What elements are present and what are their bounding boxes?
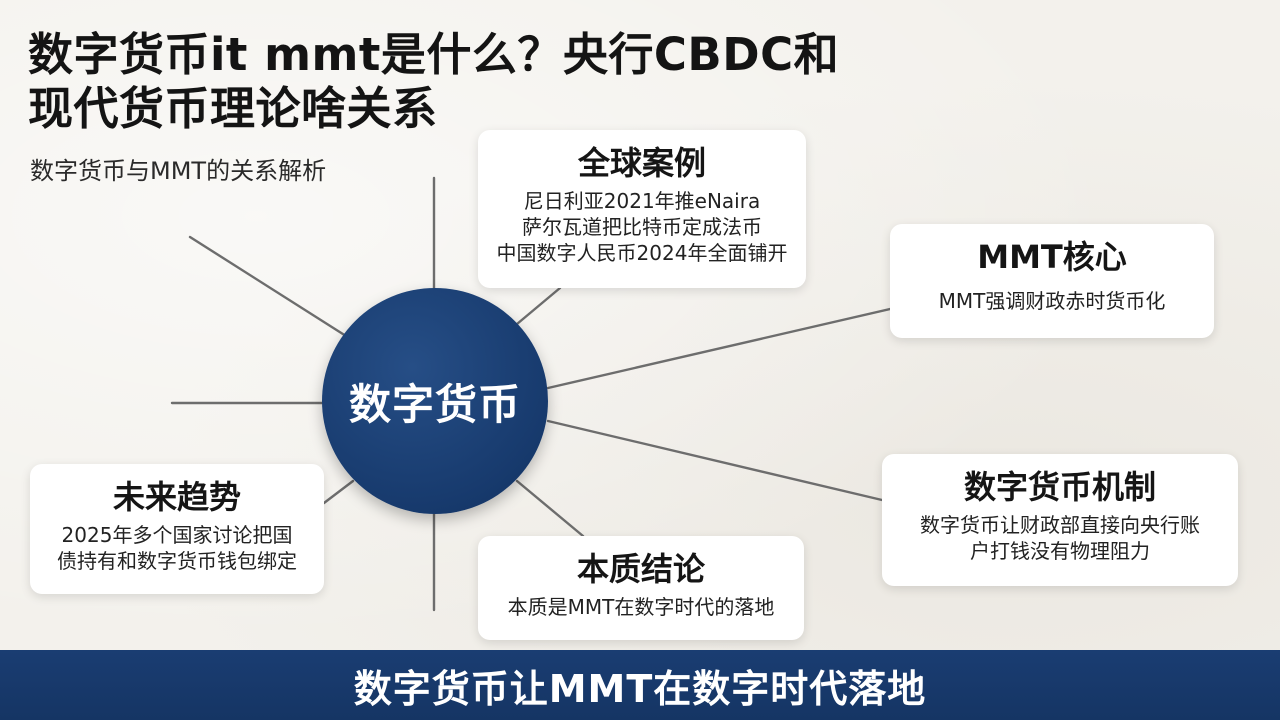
connector-to-mechanism: [546, 419, 884, 502]
connector-upper-left-spoke: [188, 235, 348, 338]
center-hub: 数字货币: [322, 288, 548, 514]
card-future-body: 2025年多个国家讨论把国 债持有和数字货币钱包绑定: [30, 522, 324, 574]
card-global-heading: 全球案例: [577, 144, 706, 182]
card-conclusion-heading: 本质结论: [576, 550, 705, 588]
card-essential-conclusion: 本质结论 本质是MMT在数字时代的落地: [478, 536, 804, 640]
connector-to-conclusion: [515, 479, 585, 538]
card-digital-currency-mechanism: 数字货币机制 数字货币让财政部直接向央行账 户打钱没有物理阻力: [882, 454, 1238, 586]
connector-to-mmt: [546, 307, 892, 390]
page-subtitle: 数字货币与MMT的关系解析: [30, 157, 327, 185]
card-global-line-1: 尼日利亚2021年推eNaira: [523, 189, 761, 213]
card-global-line-3: 中国数字人民币2024年全面铺开: [496, 241, 788, 265]
bottom-banner-text: 数字货币让MMT在数字时代落地: [353, 666, 927, 711]
card-mmt-heading: MMT核心: [977, 238, 1127, 276]
center-hub-label: 数字货币: [348, 379, 521, 429]
connector-to-global: [515, 286, 562, 326]
page-title: 数字货币it mmt是什么？央行CBDC和 现代货币理论啥关系: [28, 28, 858, 136]
card-global-body: 尼日利亚2021年推eNaira 萨尔瓦道把比特币定成法币 中国数字人民币202…: [478, 188, 806, 266]
card-global-line-2: 萨尔瓦道把比特币定成法币: [522, 215, 762, 239]
card-mmt-body: MMT强调财政赤时货币化: [890, 288, 1214, 314]
connector-to-future: [322, 479, 355, 505]
title-line-1: 数字货币it mmt是什么？央行CBDC和: [28, 28, 840, 81]
card-mechanism-line-2: 户打钱没有物理阻力: [970, 539, 1150, 563]
card-mechanism-heading: 数字货币机制: [963, 468, 1156, 506]
card-conclusion-body: 本质是MMT在数字时代的落地: [478, 594, 804, 620]
bottom-banner: 数字货币让MMT在数字时代落地: [0, 650, 1280, 720]
card-conclusion-line-1: 本质是MMT在数字时代的落地: [507, 595, 775, 619]
card-future-heading: 未来趋势: [112, 478, 241, 516]
card-mechanism-body: 数字货币让财政部直接向央行账 户打钱没有物理阻力: [882, 512, 1238, 564]
card-future-line-2: 债持有和数字货币钱包绑定: [57, 549, 297, 573]
card-global-cases: 全球案例 尼日利亚2021年推eNaira 萨尔瓦道把比特币定成法币 中国数字人…: [478, 130, 806, 288]
card-mechanism-line-1: 数字货币让财政部直接向央行账: [920, 513, 1200, 537]
title-line-2: 现代货币理论啥关系: [28, 82, 438, 135]
card-mmt-line-1: MMT强调财政赤时货币化: [938, 289, 1166, 313]
card-future-trends: 未来趋势 2025年多个国家讨论把国 债持有和数字货币钱包绑定: [30, 464, 324, 594]
card-mmt-core: MMT核心 MMT强调财政赤时货币化: [890, 224, 1214, 338]
card-future-line-1: 2025年多个国家讨论把国: [61, 523, 293, 547]
